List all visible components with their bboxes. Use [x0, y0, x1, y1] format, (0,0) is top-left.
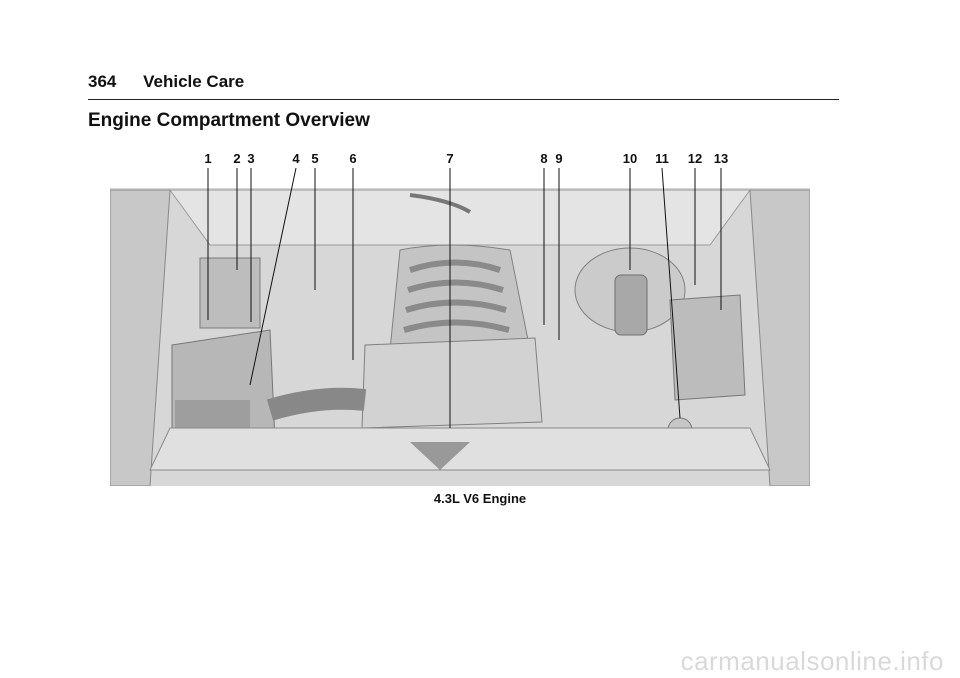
callout-3: 3 [247, 151, 254, 166]
callout-4: 4 [292, 151, 300, 166]
cowl-panel [169, 189, 751, 246]
callout-1: 1 [204, 151, 211, 166]
right-fender [749, 189, 810, 486]
figure-caption: 4.3L V6 Engine [433, 491, 527, 506]
callout-11: 11 [655, 151, 669, 166]
callout-5: 5 [311, 151, 318, 166]
page-number: 364 [88, 72, 117, 91]
callout-7: 7 [446, 151, 453, 166]
engine-compartment-illustration: 1 2 3 4 5 6 7 8 9 10 11 12 13 [110, 150, 810, 486]
page-header: 364 Vehicle Care [88, 72, 244, 92]
brake-fluid-reservoir [614, 274, 648, 336]
fuse-block [199, 257, 261, 329]
wiper-arm [409, 193, 472, 214]
engine-cover [361, 337, 543, 429]
callout-6: 6 [349, 151, 356, 166]
callout-leaders [207, 167, 722, 428]
callout-12: 12 [688, 151, 702, 166]
air-intake-duct [266, 387, 367, 421]
header-rule [88, 99, 839, 100]
callout-10: 10 [623, 151, 637, 166]
intake-runners [403, 259, 510, 333]
engine-diagram-svg: 1 2 3 4 5 6 7 8 9 10 11 12 13 [110, 151, 810, 486]
left-fender [110, 189, 171, 486]
callout-8: 8 [540, 151, 547, 166]
callout-9: 9 [555, 151, 562, 166]
watermark: carmanualsonline.info [680, 646, 944, 676]
section-title: Vehicle Care [143, 72, 245, 91]
battery [669, 294, 746, 401]
hood-latch [410, 442, 470, 470]
page-title: Engine Compartment Overview [88, 110, 370, 131]
callout-13: 13 [714, 151, 728, 166]
callout-2: 2 [233, 151, 240, 166]
